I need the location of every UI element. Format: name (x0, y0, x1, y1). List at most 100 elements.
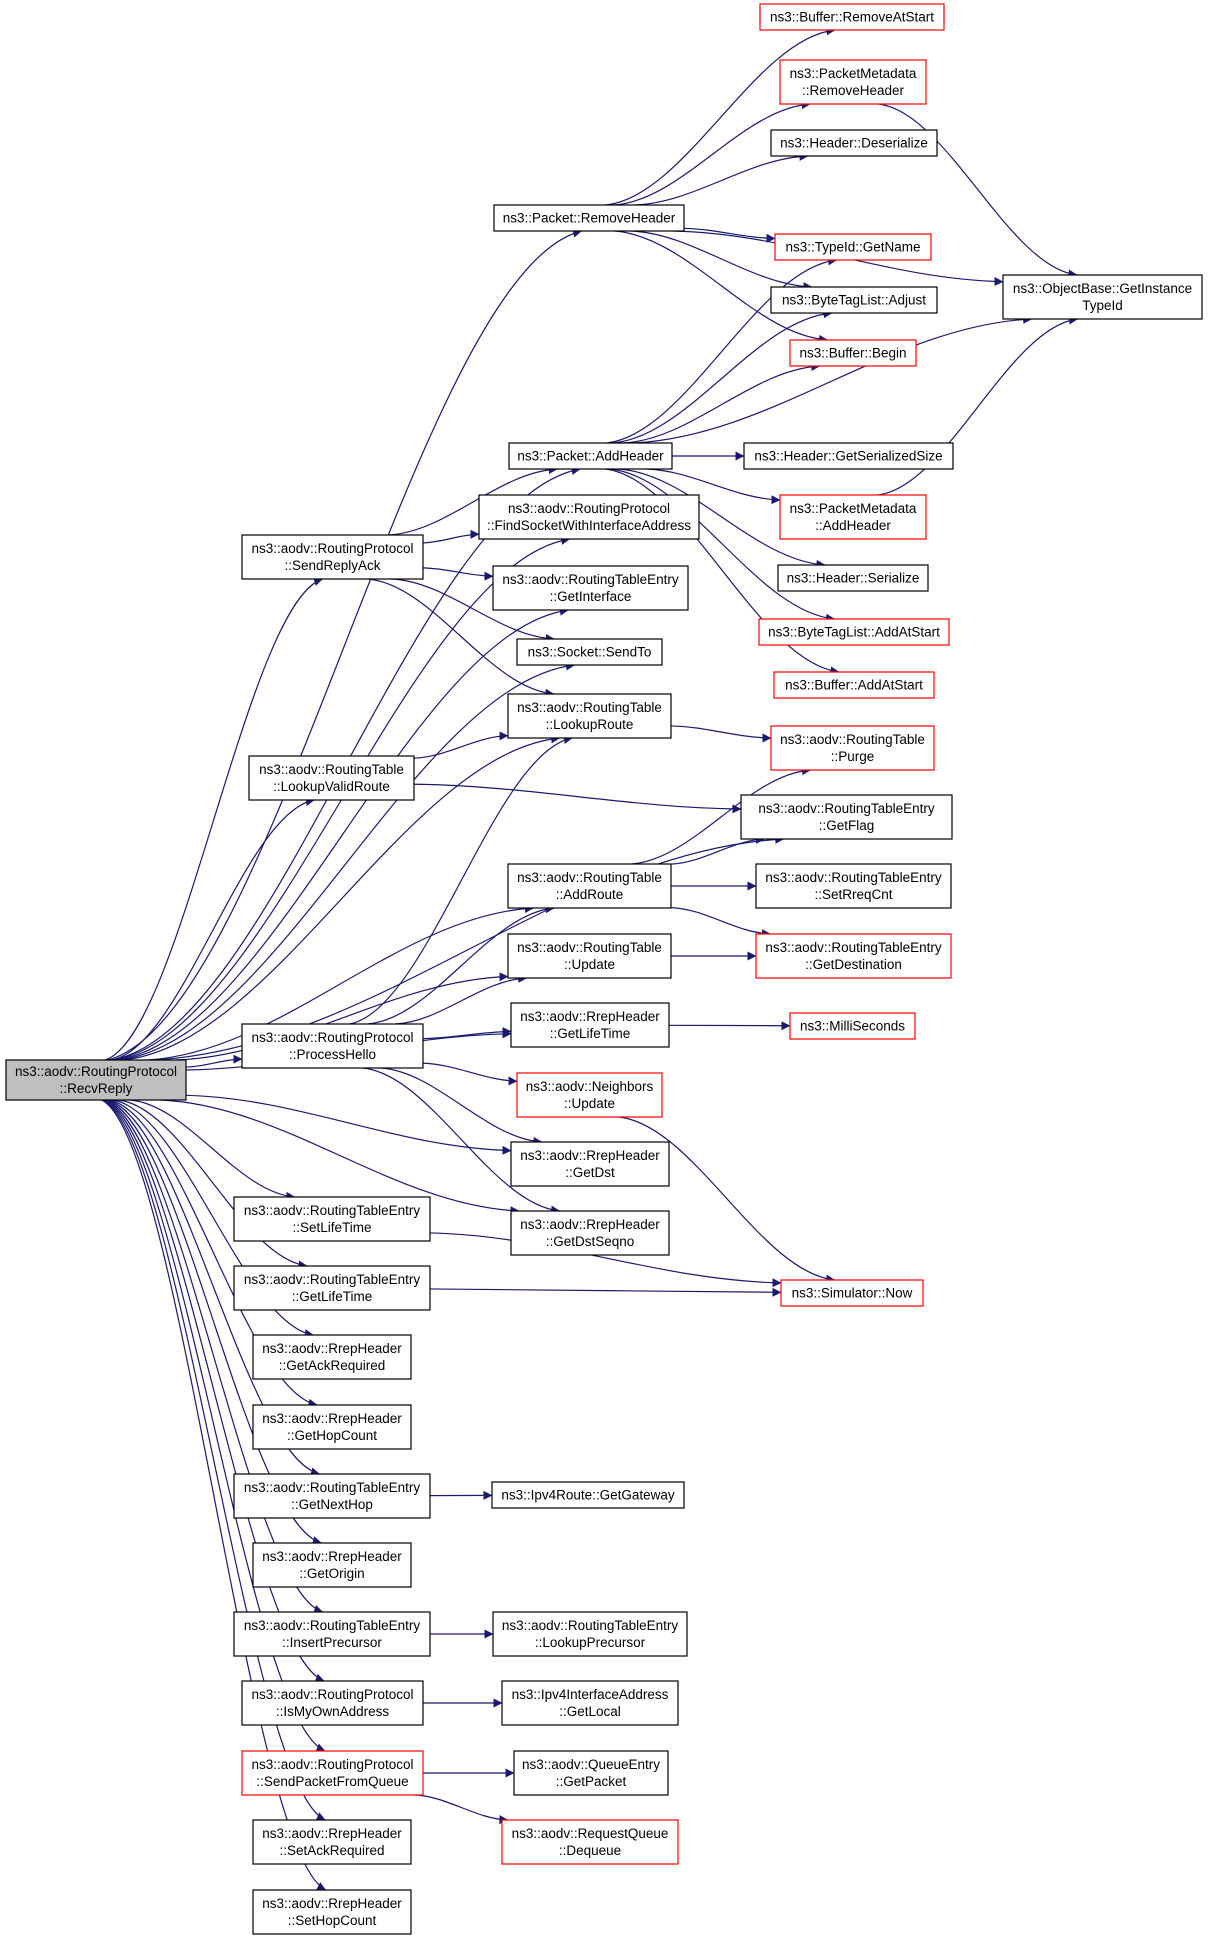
edge-pkt-add-header-to-buf-add-at-start (605, 468, 840, 676)
node-recv-reply[interactable]: ns3::aodv::RoutingProtocol::RecvReply (5, 1059, 187, 1101)
node-queue-entry-get-packet[interactable]: ns3::aodv::QueueEntry::GetPacket (513, 1750, 669, 1796)
node-hdr-get-serialized-size[interactable]: ns3::Header::GetSerializedSize (743, 442, 954, 470)
node-pkt-remove-header[interactable]: ns3::Packet::RemoveHeader (493, 204, 685, 232)
node-pm-remove-header[interactable]: ns3::PacketMetadata::RemoveHeader (779, 59, 927, 105)
node-btl-adjust[interactable]: ns3::ByteTagList::Adjust (770, 286, 938, 314)
node-label: ns3::aodv::RoutingProtocol (508, 501, 670, 516)
node-rt-update[interactable]: ns3::aodv::RoutingTable::Update (507, 933, 672, 979)
node-label: ::GetInterface (550, 589, 632, 604)
node-label: ns3::aodv::RrepHeader (262, 1341, 402, 1356)
node-rrep-get-origin[interactable]: ns3::aodv::RrepHeader::GetOrigin (252, 1542, 412, 1588)
node-hdr-deserialize[interactable]: ns3::Header::Deserialize (770, 129, 938, 157)
node-ipv4-route-get-gateway[interactable]: ns3::Ipv4Route::GetGateway (491, 1481, 685, 1509)
node-buf-add-at-start[interactable]: ns3::Buffer::AddAtStart (773, 671, 935, 699)
node-label: ns3::aodv::RoutingTableEntry (244, 1480, 421, 1495)
node-btl-add-at-start[interactable]: ns3::ByteTagList::AddAtStart (758, 618, 950, 646)
node-box (779, 494, 927, 540)
node-label: ns3::aodv::QueueEntry (522, 1757, 660, 1772)
node-box (773, 671, 935, 699)
node-rte-lookup-precursor[interactable]: ns3::aodv::RoutingTableEntry::LookupPrec… (492, 1611, 688, 1657)
edge-pkt-add-header-to-obj-get-instance-type-id (632, 314, 1033, 444)
node-box (241, 1680, 424, 1726)
node-process-hello[interactable]: ns3::aodv::RoutingProtocol::ProcessHello (241, 1023, 424, 1069)
node-box (493, 204, 685, 232)
edge-recv-reply-to-rt-lookup-route (123, 734, 561, 1061)
edge-recv-reply-to-rte-set-life-time (129, 1099, 296, 1201)
node-simulator-now[interactable]: ns3::Simulator::Now (780, 1279, 924, 1307)
node-label: ::ProcessHello (289, 1047, 376, 1062)
node-rrep-set-ack-required[interactable]: ns3::aodv::RrepHeader::SetAckRequired (252, 1819, 412, 1865)
node-rte-get-life-time[interactable]: ns3::aodv::RoutingTableEntry::GetLifeTim… (233, 1265, 431, 1311)
node-box (740, 794, 953, 840)
node-label: ns3::aodv::RoutingTableEntry (244, 1618, 421, 1633)
edge-pkt-remove-header-to-buf-remove-at-start (605, 26, 836, 206)
node-rt-purge[interactable]: ns3::aodv::RoutingTable::Purge (770, 725, 935, 771)
edge-recv-reply-to-rrep-get-dst (185, 1094, 512, 1155)
node-rrep-get-life-time[interactable]: ns3::aodv::RrepHeader::GetLifeTime (510, 1002, 670, 1048)
node-milli-seconds[interactable]: ns3::MilliSeconds (789, 1012, 916, 1040)
node-rte-get-interface[interactable]: ns3::aodv::RoutingTableEntry::GetInterfa… (492, 565, 689, 611)
node-rte-set-life-time[interactable]: ns3::aodv::RoutingTableEntry::SetLifeTim… (233, 1196, 431, 1242)
node-box (252, 1334, 412, 1380)
node-box (507, 933, 672, 979)
node-rte-get-next-hop[interactable]: ns3::aodv::RoutingTableEntry::GetNextHop (233, 1473, 431, 1519)
node-pkt-add-header[interactable]: ns3::Packet::AddHeader (508, 442, 673, 470)
node-socket-send-to[interactable]: ns3::Socket::SendTo (516, 638, 663, 666)
node-rrep-get-dst[interactable]: ns3::aodv::RrepHeader::GetDst (510, 1141, 670, 1187)
node-pm-add-header[interactable]: ns3::PacketMetadata::AddHeader (779, 494, 927, 540)
node-request-queue-dequeue[interactable]: ns3::aodv::RequestQueue::Dequeue (501, 1819, 679, 1865)
node-box (770, 129, 938, 157)
edge-pkt-remove-header-to-pm-remove-header (614, 100, 811, 206)
node-label: ns3::aodv::RoutingTableEntry (502, 572, 679, 587)
edge-pkt-add-header-to-buf-begin (623, 361, 821, 444)
node-label: ns3::aodv::RoutingProtocol (251, 541, 413, 556)
node-hdr-serialize[interactable]: ns3::Header::Serialize (777, 564, 929, 592)
node-label: ns3::aodv::RoutingTableEntry (765, 940, 942, 955)
node-label: ns3::aodv::RoutingTable (517, 940, 662, 955)
node-box (774, 233, 932, 261)
node-find-socket[interactable]: ns3::aodv::RoutingProtocol::FindSocketWi… (478, 494, 700, 540)
node-label: ::SetAckRequired (279, 1843, 384, 1858)
node-label: ::SendReplyAck (284, 558, 380, 573)
edge-process-hello-to-neighbors-update (422, 1062, 518, 1086)
node-type-id-get-name[interactable]: ns3::TypeId::GetName (774, 233, 932, 261)
node-rte-insert-precursor[interactable]: ns3::aodv::RoutingTableEntry::InsertPrec… (233, 1611, 431, 1657)
node-label: ns3::Header::Deserialize (780, 136, 928, 151)
node-rte-get-flag[interactable]: ns3::aodv::RoutingTableEntry::GetFlag (740, 794, 953, 840)
node-label: ns3::PacketMetadata (790, 501, 917, 516)
edge-recv-reply-to-rte-get-next-hop (107, 1099, 320, 1477)
edge-rte-get-life-time-to-simulator-now (429, 1287, 782, 1297)
node-rte-get-destination[interactable]: ns3::aodv::RoutingTableEntry::GetDestina… (755, 933, 952, 979)
node-rt-add-route[interactable]: ns3::aodv::RoutingTable::AddRoute (507, 863, 672, 909)
node-rrep-get-ack-required[interactable]: ns3::aodv::RrepHeader::GetAckRequired (252, 1334, 412, 1380)
node-label: ns3::MilliSeconds (800, 1019, 905, 1034)
node-rte-set-rreq-cnt[interactable]: ns3::aodv::RoutingTableEntry::SetRreqCnt (755, 863, 952, 909)
node-label: ::GetDstSeqno (546, 1234, 635, 1249)
edge-pkt-remove-header-to-type-id-get-name (683, 227, 776, 243)
node-box (501, 1819, 679, 1865)
node-rt-lookup-route[interactable]: ns3::aodv::RoutingTable::LookupRoute (507, 693, 672, 739)
node-box (5, 1059, 187, 1101)
node-rrep-set-hop-count[interactable]: ns3::aodv::RrepHeader::SetHopCount (252, 1889, 412, 1935)
node-label: ::GetAckRequired (279, 1358, 386, 1373)
edge-neighbors-update-to-simulator-now (618, 1116, 836, 1284)
node-send-reply-ack[interactable]: ns3::aodv::RoutingProtocol::SendReplyAck (241, 534, 424, 580)
node-send-packet-from-queue[interactable]: ns3::aodv::RoutingProtocol::SendPacketFr… (241, 1750, 424, 1796)
node-box (492, 1611, 688, 1657)
edge-recv-reply-to-is-my-own-address (103, 1099, 325, 1683)
edge-recv-reply-to-rt-add-route (146, 903, 534, 1061)
node-label: ns3::aodv::RoutingTable (780, 732, 925, 747)
node-ipv4-iface-get-local[interactable]: ns3::Ipv4InterfaceAddress::GetLocal (501, 1680, 679, 1726)
node-label: ns3::Packet::AddHeader (517, 449, 664, 464)
edge-process-hello-to-rt-add-route (367, 904, 555, 1025)
node-rt-lookup-valid-route[interactable]: ns3::aodv::RoutingTable::LookupValidRout… (248, 755, 415, 801)
node-rrep-get-hop-count[interactable]: ns3::aodv::RrepHeader::GetHopCount (252, 1404, 412, 1450)
node-rrep-get-dst-seqno[interactable]: ns3::aodv::RrepHeader::GetDstSeqno (510, 1210, 670, 1256)
node-buf-remove-at-start[interactable]: ns3::Buffer::RemoveAtStart (759, 3, 945, 31)
node-box (252, 1819, 412, 1865)
node-is-my-own-address[interactable]: ns3::aodv::RoutingProtocol::IsMyOwnAddre… (241, 1680, 424, 1726)
edge-recv-reply-to-rte-get-interface (116, 606, 569, 1061)
node-buf-begin[interactable]: ns3::Buffer::Begin (789, 339, 917, 367)
node-neighbors-update[interactable]: ns3::aodv::Neighbors::Update (516, 1072, 663, 1118)
